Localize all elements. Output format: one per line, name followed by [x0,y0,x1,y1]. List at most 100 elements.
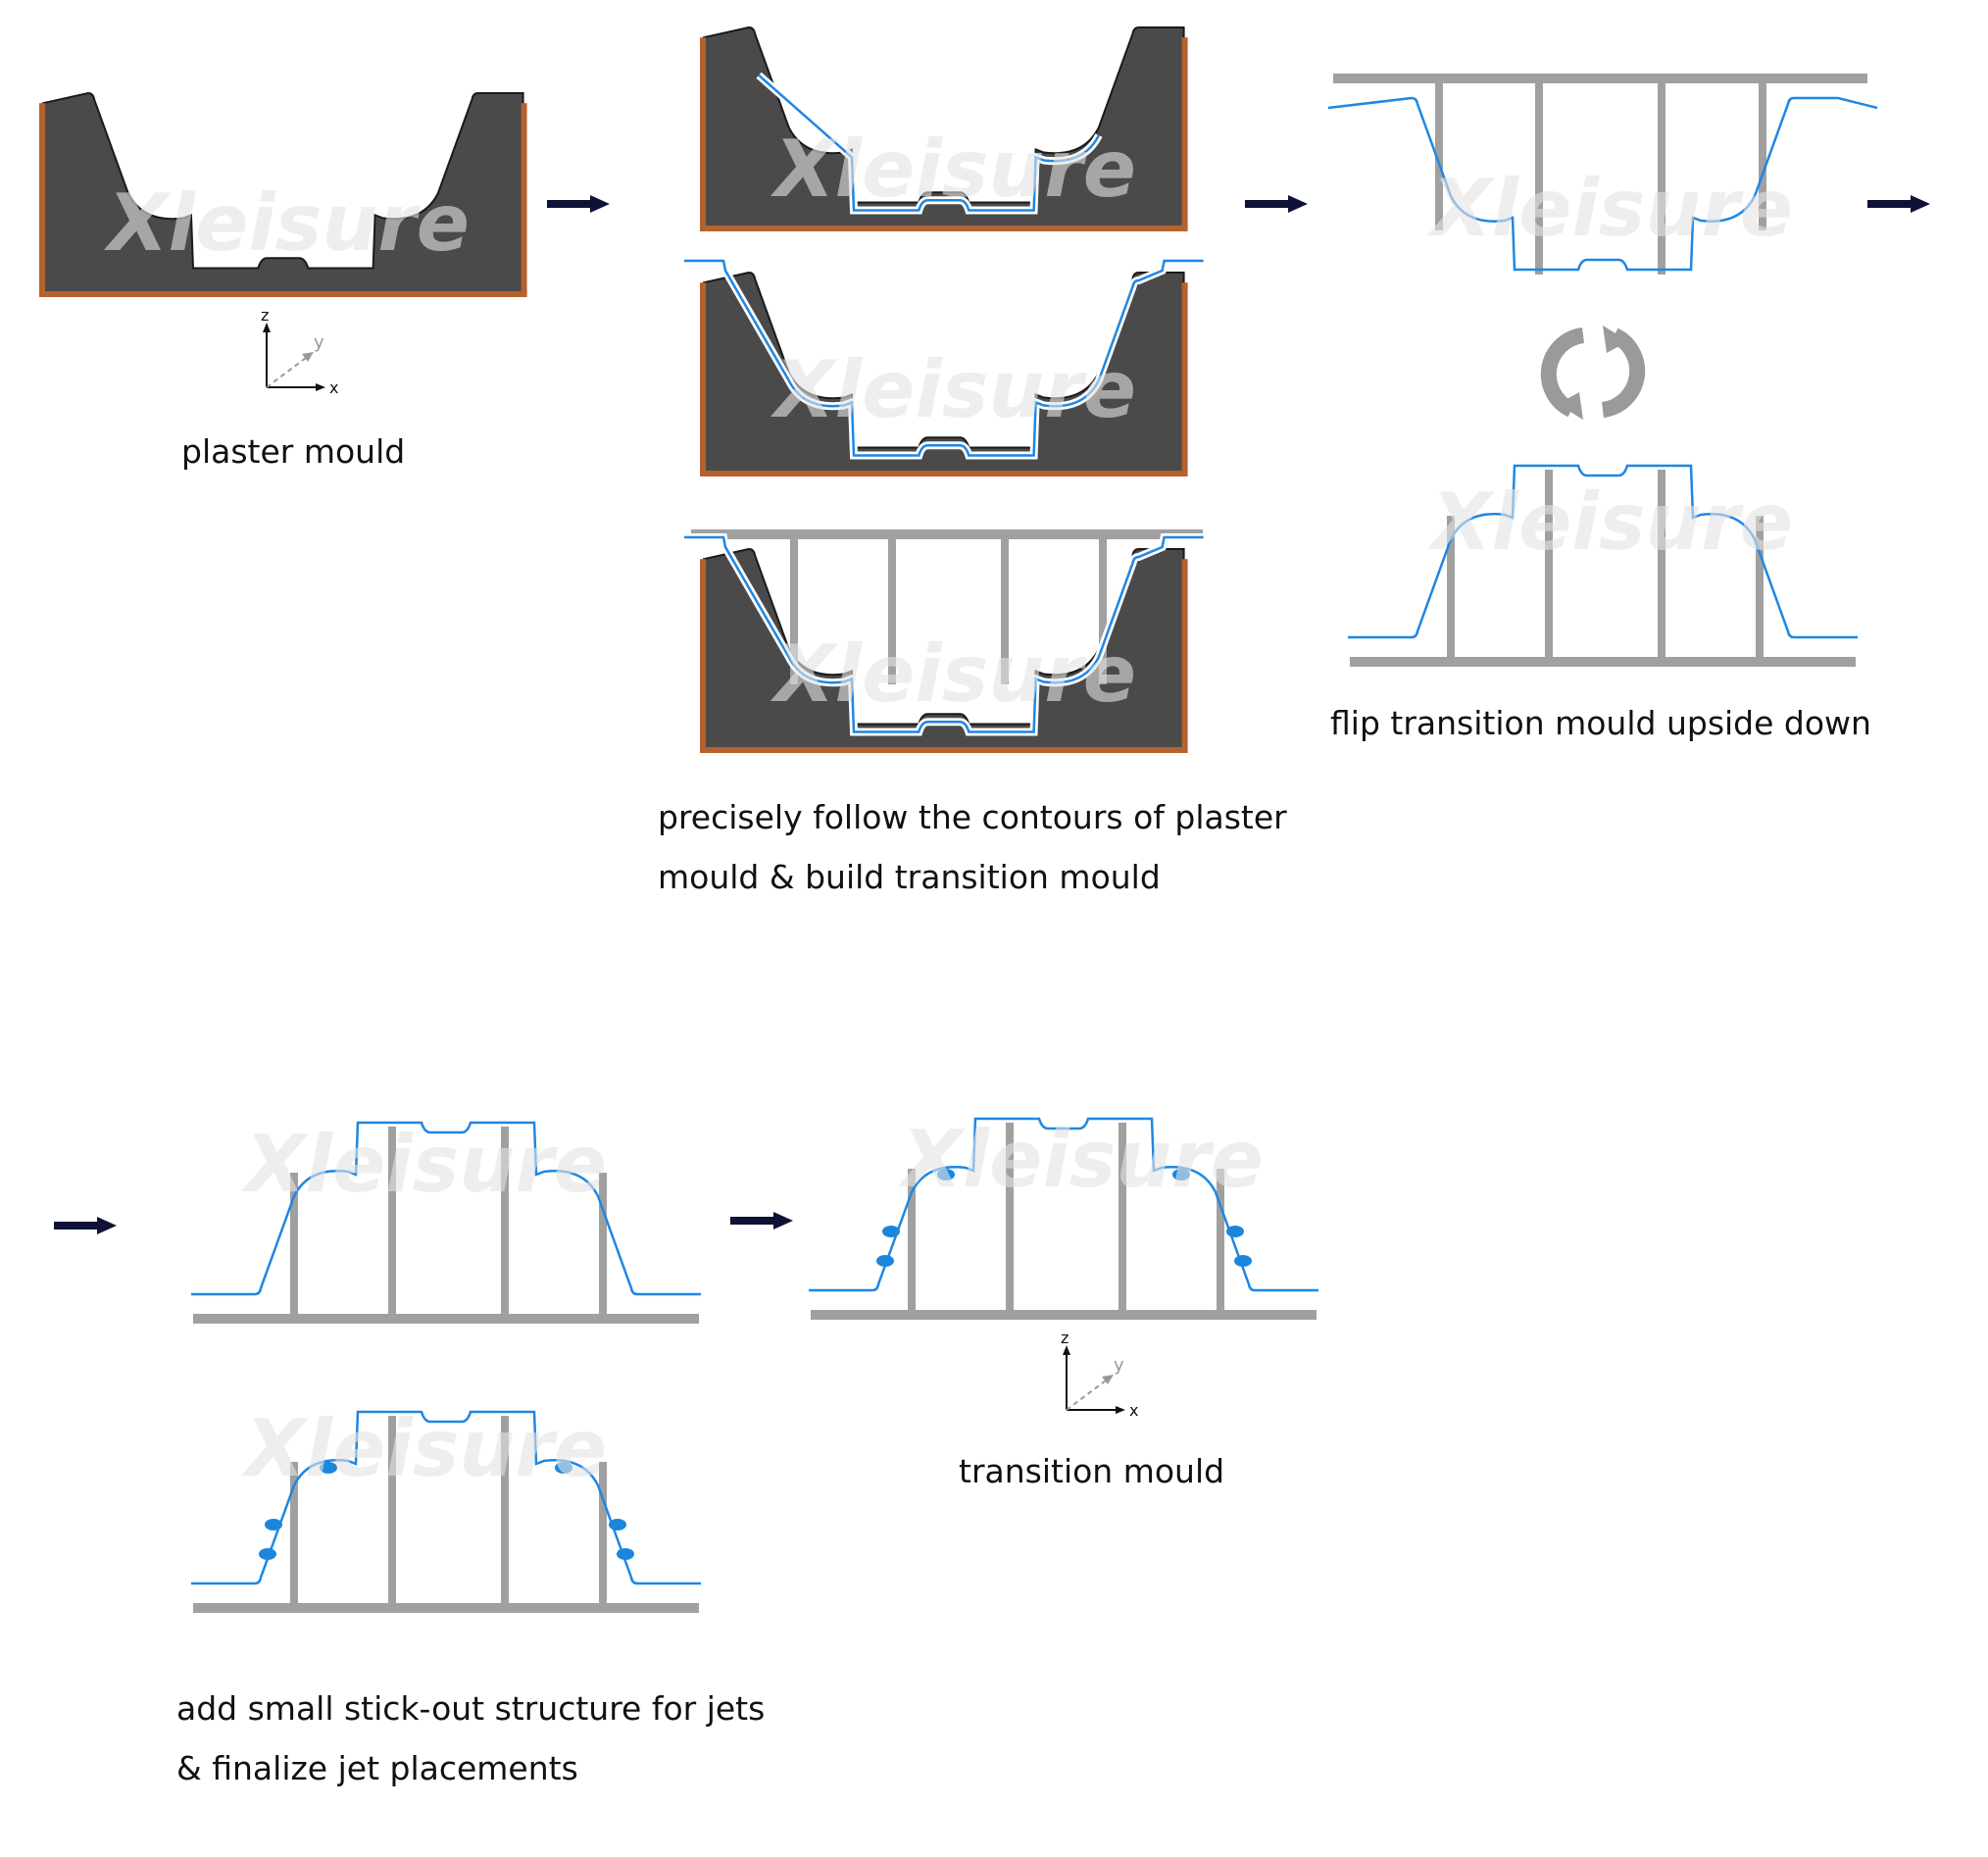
transition-mould-final [809,1117,1318,1320]
caption-flip: flip transition mould upside down [1330,693,1871,753]
jet-stick-out [876,1255,894,1267]
arrow-head [773,1212,793,1230]
transition-mould-outline [191,1121,701,1296]
arrow-shaft [54,1222,99,1230]
plaster-mould-body [703,25,1185,228]
mould-edge-right [1181,559,1188,749]
plaster-mould-2a [700,25,1188,231]
axis-label-z: z [1061,1329,1069,1347]
support-post [388,1127,396,1322]
support-base-bar [193,1314,699,1324]
jet-stick-out [1226,1226,1244,1237]
support-post [1118,1123,1126,1318]
support-post [388,1416,396,1611]
arrow-shaft [1245,200,1290,208]
mould-edge-left [700,37,706,228]
support-post [1099,537,1107,684]
arrow-2 [1245,195,1308,213]
mould-edge-right [1181,282,1188,473]
caption-plaster-mould: plaster mould [181,422,405,481]
transition-layer-2a [758,74,1101,212]
watermark-logo: Xleisure [240,1119,607,1210]
mould-edge-left [700,559,706,749]
support-post [1217,1169,1224,1318]
mould-edge-left [700,282,706,473]
jet-stick-out [617,1548,634,1560]
axis-glyph-1: zyx [261,306,338,397]
flip-arrowhead-left [1558,392,1583,420]
support-base-bar [193,1603,699,1613]
support-post [1001,537,1009,684]
caption-add-structure: add small stick-out structure for jets& … [176,1679,765,1798]
caption-line: precisely follow the contours of plaster [658,798,1287,836]
support-top-bar [1333,74,1867,83]
caption-line: transition mould [959,1452,1225,1490]
arrow-5 [730,1212,793,1230]
support-post [908,1169,916,1318]
mould-edge-left [39,103,45,293]
caption-line: flip transition mould upside down [1330,704,1871,742]
transition-layer-2c [684,535,1204,733]
support-base-bar [1350,657,1856,667]
transition-mould-outline [1348,464,1858,639]
support-post [599,1173,607,1322]
watermark-logo: Xleisure [240,1403,607,1494]
support-post [501,1416,509,1611]
inverted-transition-mould [1327,96,1878,272]
support-top-bar [691,529,1203,539]
support-post [1658,470,1665,665]
caption-line: mould & build transition mould [658,858,1161,896]
flipped-transition-mould [1348,464,1858,667]
support-post [290,1462,298,1611]
arrow-3 [1867,195,1930,213]
watermark-logo: Xleisure [103,177,470,269]
mould-edge-bottom [700,471,1188,477]
jet-stick-out [937,1169,955,1180]
support-post [790,537,798,684]
support-post [1658,83,1665,275]
support-post [1545,470,1553,665]
axis-label-z: z [261,306,269,325]
mould-edge-bottom [39,291,527,297]
transition-mould-step4a [191,1121,701,1324]
transition-layer-2b [684,259,1204,457]
support-post [290,1173,298,1322]
arrow-head [1911,195,1930,213]
mould-edge-right [521,103,527,293]
axis-label-y: y [1114,1355,1124,1376]
jet-stick-out [609,1519,626,1531]
support-post [501,1127,509,1322]
jet-stick-out [555,1462,572,1474]
watermark-logo: Xleisure [770,344,1136,435]
arrow-4 [54,1217,117,1234]
support-post [1447,516,1455,665]
jet-stick-out [320,1462,337,1474]
watermark-logo: Xleisure [897,1114,1264,1205]
jet-stick-out [259,1548,276,1560]
support-post [1756,516,1764,665]
caption-line: add small stick-out structure for jets [176,1689,766,1728]
axis-label-x: x [1129,1401,1138,1420]
mould-edge-bottom [700,226,1188,231]
jet-stick-out [1234,1255,1252,1267]
arrow-head [590,195,610,213]
support-base-bar [811,1310,1317,1320]
plaster-mould-body [42,91,524,294]
arrow-shaft [1867,200,1913,208]
axis-glyph-2: z y x [1061,1329,1138,1420]
mould-edge-right [1181,37,1188,228]
arrow-shaft [730,1217,775,1225]
watermark-logo: Xleisure [770,628,1136,720]
transition-mould-outline [191,1410,701,1585]
arrow-1 [547,195,610,213]
support-post [1535,83,1543,275]
arrow-shaft [547,200,592,208]
arrow-head [1288,195,1308,213]
support-post [888,537,896,684]
flip-icon [1540,326,1646,420]
support-post [1759,83,1766,230]
axis-label-y: y [314,332,324,353]
flip-arc-right [1601,327,1646,418]
jet-stick-out [1172,1169,1190,1180]
support-post [1006,1123,1014,1318]
